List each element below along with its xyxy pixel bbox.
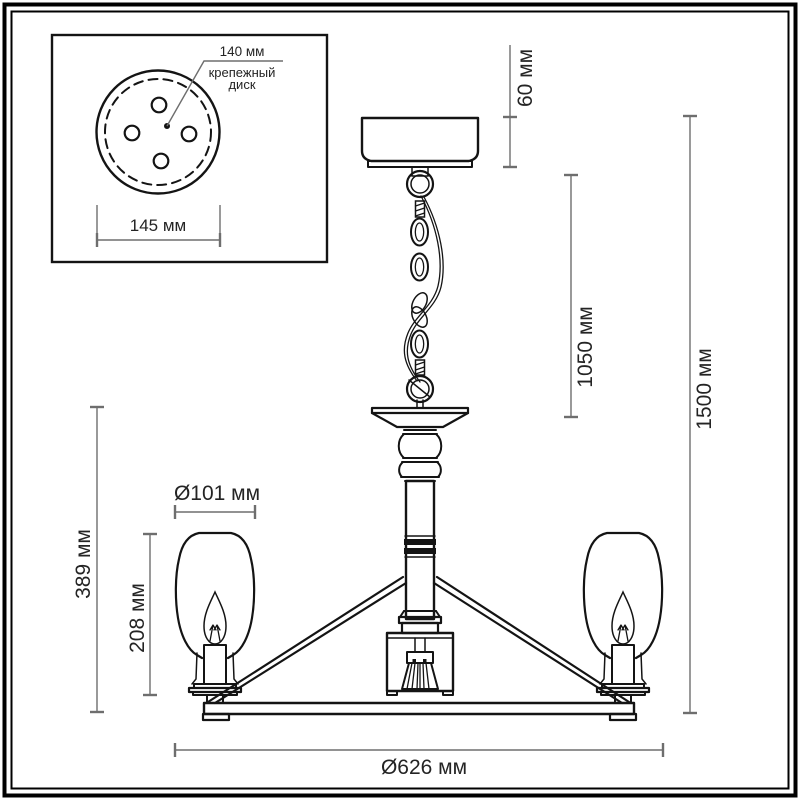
disk-dashed-circle xyxy=(104,78,212,186)
support-arms xyxy=(206,575,631,705)
top-ring xyxy=(405,169,435,199)
downlight-housing xyxy=(385,631,455,696)
disk-part-name-line1: крепежный xyxy=(209,65,276,80)
bottom-ring xyxy=(405,374,435,404)
dim-overall-diameter: Ø626 мм xyxy=(173,743,665,779)
dim-canopy-height-label: 60 мм xyxy=(514,49,537,107)
candle-bulb xyxy=(203,590,227,645)
dim-disk-width: 145 мм xyxy=(95,205,222,247)
column-band xyxy=(404,539,436,545)
dim-suspension-length-label: 1050 мм xyxy=(574,306,597,387)
disk-outer-circle xyxy=(95,69,221,195)
inset-frame xyxy=(50,33,329,264)
bulb-filament xyxy=(209,624,221,642)
dim-candle-height: 208 мм xyxy=(126,532,157,697)
ceiling-canopy xyxy=(360,116,480,177)
dim-shade-diameter: Ø101 мм xyxy=(173,482,260,519)
central-column xyxy=(397,479,443,635)
dim-canopy-height: 60 мм xyxy=(503,45,537,169)
dim-body-height: 389 мм xyxy=(72,405,104,714)
frame-bar xyxy=(201,701,638,722)
vase-section xyxy=(397,429,443,482)
chain-links xyxy=(410,217,429,359)
top-cone-plate xyxy=(370,406,470,429)
dim-overall-height-label: 1500 мм xyxy=(693,348,716,429)
cable-ferrule-top xyxy=(414,200,426,218)
dim-overall-diameter-label: Ø626 мм xyxy=(381,756,467,779)
dim-body-height-label: 389 мм xyxy=(72,529,95,599)
lamp-right xyxy=(582,531,664,705)
disk-holes xyxy=(123,96,198,170)
leader-line xyxy=(166,60,283,127)
lamp-left xyxy=(174,531,256,704)
reflector-cone xyxy=(401,662,439,690)
glass-shade xyxy=(174,531,256,660)
suspension-chain xyxy=(403,169,444,409)
disk-part-name-line2: диск xyxy=(228,77,255,92)
column-band xyxy=(404,548,436,554)
dim-overall-height: 1500 мм xyxy=(683,114,716,715)
mounting-disk-inset: 140 мм крепежный диск 145 мм xyxy=(50,33,329,264)
dim-candle-height-label: 208 мм xyxy=(126,583,149,653)
dim-suspension-length: 1050 мм xyxy=(564,173,597,419)
cable-ferrule-bottom xyxy=(414,359,426,376)
dim-shade-diameter-label: Ø101 мм xyxy=(174,482,260,505)
lamp-socket xyxy=(406,651,434,664)
power-cable xyxy=(403,195,441,382)
dim-disk-width-label: 145 мм xyxy=(130,216,186,235)
disk-diameter-label: 140 мм xyxy=(220,44,265,59)
candle-sleeve xyxy=(203,644,227,685)
